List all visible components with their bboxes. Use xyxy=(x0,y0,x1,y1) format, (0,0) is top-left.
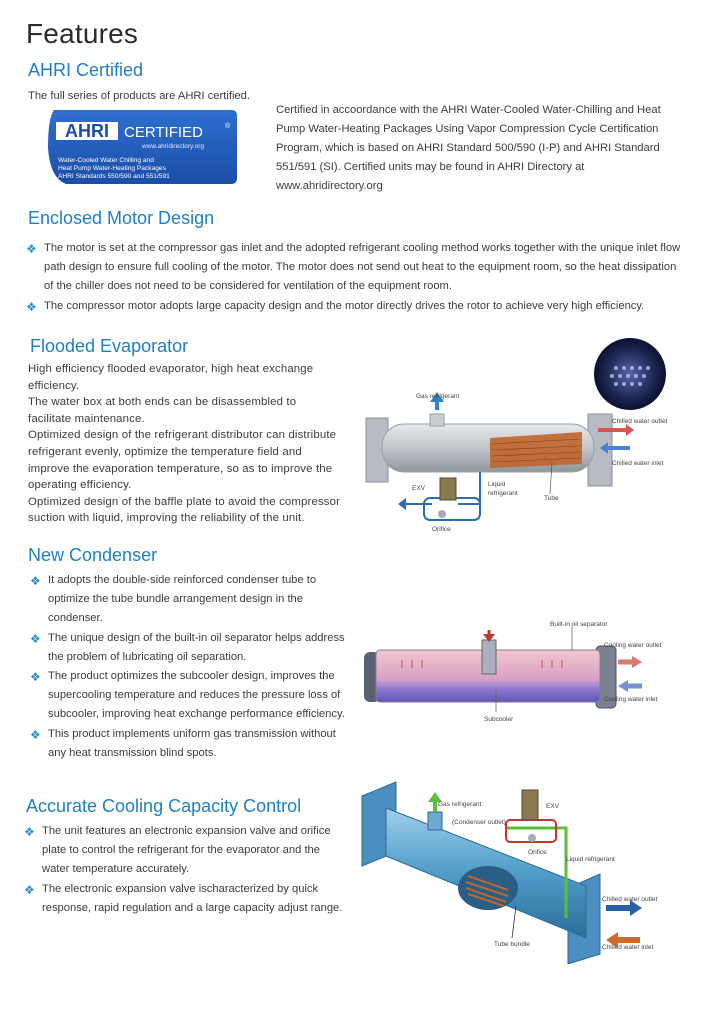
list-item: ❖It adopts the double-side reinforced co… xyxy=(30,574,317,625)
condenser-bullet-list: ❖It adopts the double-side reinforced co… xyxy=(30,571,350,763)
orifice-icon xyxy=(438,510,446,518)
label-liquid: Liquid xyxy=(488,481,506,488)
chilled-water-outlet-arrow-icon xyxy=(630,900,642,916)
label-exv: EXV xyxy=(546,803,560,810)
evaporator-paragraph: High efficiency flooded evaporator, high… xyxy=(28,363,314,392)
diamond-bullet-icon: ❖ xyxy=(30,727,41,742)
list-item: ❖The product optimizes the subcooler des… xyxy=(30,670,345,721)
chilled-water-inlet-arrow-icon xyxy=(606,932,618,948)
label-orifice: Orifice xyxy=(528,849,547,856)
capacity-section-title: Accurate Cooling Capacity Control xyxy=(26,796,302,816)
ahri-certified-logo: AHRI CERTIFIED ® www.ahridirectory.org W… xyxy=(46,108,238,186)
list-item: ❖The electronic expansion valve ischarac… xyxy=(24,882,343,914)
label-condenser-outlet: (Condenser outlet) xyxy=(452,819,506,826)
label-chilled-water-inlet: Chilled water inlet xyxy=(602,944,653,951)
orifice-icon xyxy=(528,834,536,842)
ahri-logo-brand: AHRI xyxy=(65,121,109,141)
diamond-bullet-icon: ❖ xyxy=(30,670,41,685)
diamond-bullet-icon: ❖ xyxy=(24,882,35,897)
label-chilled-water-inlet: Chilled water inlet xyxy=(612,460,663,467)
label-cooling-water-inlet: Cooling water inlet xyxy=(604,696,658,703)
condenser-diagram: Built-in oil separator Cooling water out… xyxy=(362,616,692,726)
ahri-logo-line3: AHRI Standards 550/590 and 551/591 xyxy=(58,173,170,180)
label-tube: Tube xyxy=(544,495,559,502)
capacity-bullet-list: ❖The unit features an electronic expansi… xyxy=(24,822,346,918)
diamond-bullet-icon: ❖ xyxy=(30,574,41,588)
list-item: ❖The compressor motor adopts large capac… xyxy=(26,297,686,316)
chilled-water-outlet-arrow-icon xyxy=(626,424,634,436)
evaporator-text: High efficiency flooded evaporator, high… xyxy=(28,361,342,527)
label-subcooler: Subcooler xyxy=(484,716,514,723)
evaporator-diagram: Gas refrigerant Chilled water outlet Chi… xyxy=(360,338,690,538)
ahri-logo-registered: ® xyxy=(225,122,231,130)
label-tube-bundle: Tube bundle xyxy=(494,941,530,948)
gas-outlet-arrow-icon xyxy=(430,392,444,402)
motor-bullet-list: ❖The motor is set at the compressor gas … xyxy=(26,239,686,316)
ahri-description: Certified in accoordance with the AHRI W… xyxy=(276,104,661,192)
ahri-logo-line1: Water-Cooled Water Chilling and xyxy=(58,157,154,164)
label-exv: EXV xyxy=(412,485,426,492)
refrigerant-inlet-arrow-icon xyxy=(483,634,495,642)
exv-valve-icon xyxy=(439,477,457,501)
label-orifice: Orifice xyxy=(432,526,451,533)
ahri-intro: The full series of products are AHRI cer… xyxy=(28,90,250,102)
ahri-logo-url: www.ahridirectory.org xyxy=(141,143,204,150)
chilled-water-inlet-arrow-icon xyxy=(600,442,608,454)
label-cooling-water-outlet: Cooling water outlet xyxy=(604,642,662,649)
list-item: ❖The unit features an electronic expansi… xyxy=(24,825,331,876)
list-item: ❖The unique design of the built-in oil s… xyxy=(30,631,345,663)
label-gas-refrigerant: Gas refrigerant xyxy=(438,801,482,808)
label-chilled-water-outlet: Chilled water outlet xyxy=(602,896,657,903)
label-liquid-refrigerant: Liquid refrigerant xyxy=(566,856,615,863)
label-refrigerant: refrigerant xyxy=(488,490,518,497)
ahri-logo-certified: CERTIFIED xyxy=(124,124,203,141)
label-built-in-oil-separator: Built-in oil separator xyxy=(550,621,608,628)
page-title: Features xyxy=(26,18,139,49)
evaporator-paragraph: Optimized design of the refrigerant dist… xyxy=(28,429,337,492)
diamond-bullet-icon: ❖ xyxy=(24,825,35,839)
exv-valve-icon xyxy=(521,789,539,821)
diamond-bullet-icon: ❖ xyxy=(30,631,41,646)
condenser-section-title: New Condenser xyxy=(28,545,158,565)
list-item: ❖This product implements uniform gas tra… xyxy=(30,727,336,759)
evaporator-paragraph: The water box at both ends can be disass… xyxy=(28,396,297,425)
cooling-water-outlet-arrow-icon xyxy=(632,656,642,668)
gas-refrigerant-arrow-icon xyxy=(428,792,442,802)
evaporator-section-title: Flooded Evaporator xyxy=(30,336,189,356)
diamond-bullet-icon: ❖ xyxy=(26,242,37,256)
ahri-logo-line2: Heat Pump Water-Heating Packages xyxy=(58,165,167,172)
ahri-section-title: AHRI Certified xyxy=(28,60,144,80)
diamond-bullet-icon: ❖ xyxy=(26,299,37,314)
label-chilled-water-outlet: Chilled water outlet xyxy=(612,418,667,425)
tube-sheet-closeup-image xyxy=(594,338,666,410)
label-gas-refrigerant: Gas refrigerant xyxy=(416,393,460,400)
list-item: ❖The motor is set at the compressor gas … xyxy=(26,242,681,293)
cooling-water-inlet-arrow-icon xyxy=(618,680,628,692)
capacity-control-diagram: Gas refrigerant EXV (Condenser outlet) O… xyxy=(356,768,686,965)
motor-section-title: Enclosed Motor Design xyxy=(28,208,215,228)
evaporator-paragraph: Optimized design of the baffle plate to … xyxy=(28,495,341,525)
